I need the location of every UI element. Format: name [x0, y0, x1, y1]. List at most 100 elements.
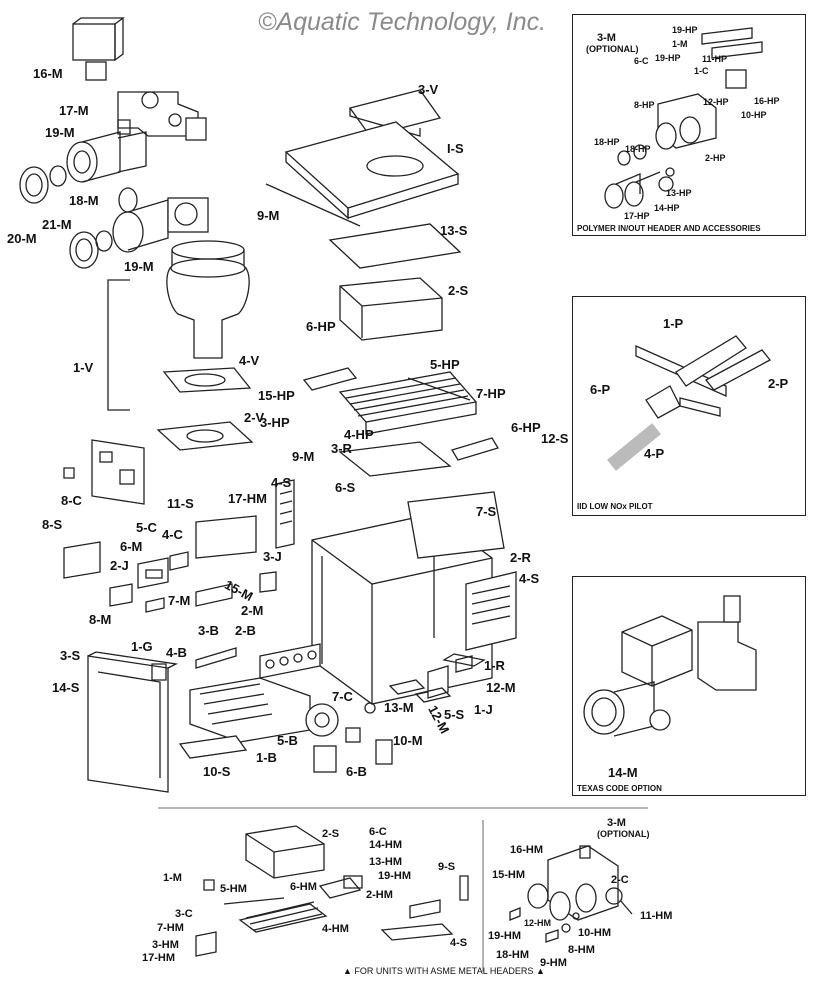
- polymer-part-label: 13-HP: [666, 188, 692, 198]
- part-label: 5-C: [136, 520, 157, 535]
- part-label: 4-S: [271, 475, 292, 490]
- part-label: 19-M: [45, 125, 75, 140]
- heat-exchanger: [302, 367, 499, 477]
- part-label: 13-M: [384, 700, 414, 715]
- asme-part-label: 9-S: [438, 861, 456, 873]
- asme-part-label: 19-HM: [378, 870, 412, 882]
- part-label: 2-V: [244, 410, 265, 425]
- copyright-text: ©Aquatic Technology, Inc.: [258, 8, 547, 36]
- polymer-inset-caption: POLYMER IN/OUT HEADER AND ACCESSORIES: [577, 224, 761, 233]
- gas-valve-assembly: [72, 17, 207, 141]
- asme-part-label: 2-HM: [366, 889, 393, 901]
- polymer-part-label: 14-HP: [654, 203, 680, 213]
- asme-part-label: 6-C: [369, 826, 387, 838]
- pilot-part-label: 1-P: [663, 316, 684, 331]
- part-label: 10-S: [203, 764, 231, 779]
- asme-part-label: 14-HM: [369, 839, 403, 851]
- part-label: 3-J: [263, 549, 282, 564]
- polymer-header-inset: [572, 14, 806, 236]
- asme-part-label: 10-HM: [578, 927, 612, 939]
- asme-part-label: 19-HM: [488, 930, 522, 942]
- part-label: 3-R: [331, 441, 352, 456]
- control-board: [63, 439, 145, 505]
- asme-part-label: 15-HM: [492, 869, 526, 881]
- part-label: 6-HP: [306, 319, 336, 334]
- part-label: 17-HM: [228, 491, 268, 506]
- polymer-part-label: 10-HP: [741, 110, 767, 120]
- part-label: 11-S: [167, 496, 194, 511]
- arrow-up-icon: ▲: [533, 966, 545, 976]
- polymer-part-label: 2-HP: [705, 153, 726, 163]
- asme-part-label: 5-HM: [220, 883, 247, 895]
- polymer-part-label: 17-HP: [624, 211, 650, 221]
- polymer-part-label: 19-HP: [655, 53, 681, 63]
- part-label: 14-S: [52, 680, 80, 695]
- part-label: 16-M: [33, 66, 63, 81]
- part-label: 2-S: [448, 283, 469, 298]
- part-label: 2-M: [241, 603, 264, 618]
- polymer-part-label: 19-HP: [672, 25, 698, 35]
- part-label: 1-G: [131, 639, 153, 654]
- polymer-part-label: 18-HP: [625, 144, 651, 154]
- side-panels-right: [388, 653, 486, 703]
- optional-note: (OPTIONAL): [597, 829, 650, 839]
- polymer-part-label: 1-C: [694, 66, 709, 76]
- pilot-part-label: 4-P: [644, 446, 665, 461]
- asme-part-label: 4-S: [450, 937, 468, 949]
- part-label: 1-J: [474, 702, 493, 717]
- footer-note-text: FOR UNITS WITH ASME METAL HEADERS: [354, 966, 534, 976]
- polymer-part-label: 11-HP: [702, 54, 728, 64]
- part-label: 13-S: [440, 223, 468, 238]
- cabinet-frame: [275, 479, 517, 705]
- asme-part-label: 1-M: [163, 872, 182, 884]
- burner-tray: [151, 643, 321, 759]
- asme-part-label: 18-HM: [496, 949, 530, 961]
- asme-part-label: 3-C: [175, 908, 193, 920]
- polymer-part-label: 12-HP: [703, 97, 729, 107]
- part-label: 7-M: [168, 593, 191, 608]
- polymer-part-label: 16-HP: [754, 96, 780, 106]
- texas-inset-caption: TEXAS CODE OPTION: [577, 784, 662, 793]
- asme-part-label: 3-M: [607, 817, 626, 829]
- part-label: 3-S: [60, 648, 81, 663]
- asme-part-label: 12-HM: [524, 918, 552, 928]
- pilot-drawing: [607, 335, 771, 471]
- polymer-part-label: 1-M: [672, 39, 688, 49]
- polymer-part-label: 18-HP: [594, 137, 620, 147]
- part-label: 15-HP: [258, 388, 295, 403]
- part-label: 6-HP: [511, 420, 541, 435]
- asme-part-label: 2-S: [322, 828, 340, 840]
- top-assembly: [265, 89, 462, 341]
- asme-part-label: 6-HM: [290, 881, 317, 893]
- part-label: 7-C: [332, 689, 353, 704]
- asme-part-label: 7-HM: [157, 922, 184, 934]
- part-label: 4-C: [162, 527, 183, 542]
- part-label: 4-B: [166, 645, 187, 660]
- part-label: 6-S: [335, 480, 356, 495]
- part-label: 9-M: [292, 449, 315, 464]
- part-label: 4-S: [519, 571, 540, 586]
- part-label: 9-M: [257, 208, 280, 223]
- part-label: I-S: [447, 141, 464, 156]
- part-label: 6-M: [120, 539, 143, 554]
- asme-header-right: [509, 845, 633, 943]
- display-panel: [63, 515, 277, 613]
- asme-part-label: 4-HM: [322, 923, 349, 935]
- pilot-part-label: 6-P: [590, 382, 611, 397]
- part-label: 8-C: [61, 493, 82, 508]
- front-panel: [87, 651, 179, 793]
- part-label: 10-M: [393, 733, 423, 748]
- part-label: 4-V: [239, 353, 260, 368]
- part-label: 3-B: [198, 623, 219, 638]
- asme-part-label: 17-HM: [142, 952, 176, 964]
- part-label: 3-HP: [260, 415, 290, 430]
- part-label: 19-M: [124, 259, 154, 274]
- asme-part-label: 9-HM: [540, 957, 567, 969]
- pilot-inset-caption: IID LOW NOx PILOT: [577, 502, 653, 511]
- part-label: 5-S: [444, 707, 465, 722]
- texas-code-inset: [572, 576, 806, 796]
- texas-part-label: 14-M: [608, 765, 638, 780]
- part-label: 8-S: [42, 517, 63, 532]
- vent-assembly: [107, 240, 254, 451]
